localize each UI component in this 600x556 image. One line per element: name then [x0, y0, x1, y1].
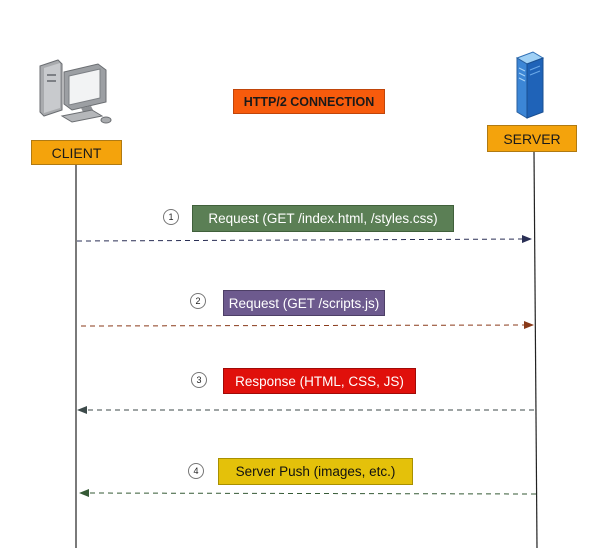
diagram-title: HTTP/2 CONNECTION — [233, 89, 385, 114]
step-badge-3: 3 — [191, 372, 207, 388]
server-label: SERVER — [487, 125, 577, 152]
step-badge-4: 4 — [188, 463, 204, 479]
arrow-step-4 — [79, 489, 537, 498]
message-label-2: Request (GET /scripts.js) — [223, 290, 385, 316]
server-tower-icon — [515, 51, 545, 119]
step-badge-1: 1 — [163, 209, 179, 225]
arrow-step-1 — [76, 235, 532, 244]
message-label-3: Response (HTML, CSS, JS) — [223, 368, 416, 394]
step-badge-2: 2 — [190, 293, 206, 309]
arrow-step-2 — [80, 321, 534, 330]
message-label-1: Request (GET /index.html, /styles.css) — [192, 205, 454, 232]
client-label: CLIENT — [31, 140, 122, 165]
message-label-4: Server Push (images, etc.) — [218, 458, 413, 485]
server-lifeline — [533, 151, 538, 549]
desktop-computer-icon — [39, 59, 112, 124]
